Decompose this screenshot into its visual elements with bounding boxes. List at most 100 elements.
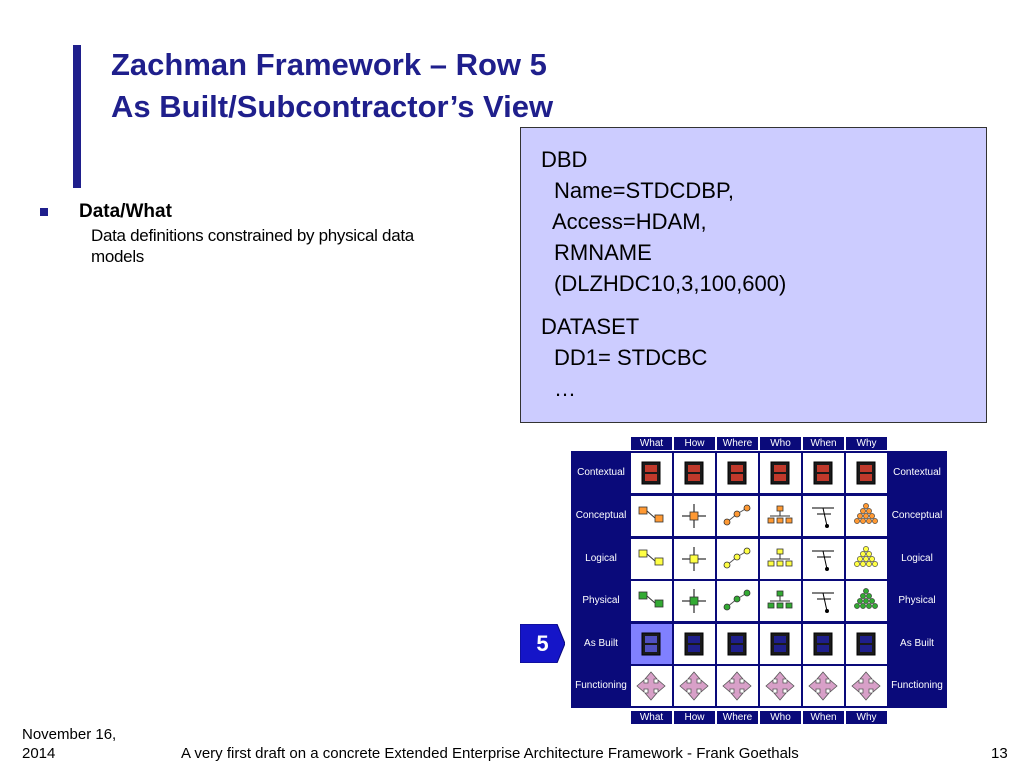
frame-icon [641,461,661,485]
title-accent-bar [73,45,81,188]
footer-date-line-2: 2014 [22,745,56,762]
column-footer-who: Who [760,711,801,724]
row-label-right-logical: Logical [889,539,945,579]
matrix-cell-as-built-who [760,624,801,664]
matrix-cell-functioning-how [674,666,715,706]
matrix-cell-functioning-what [631,666,672,706]
code-line: DBD [541,147,588,172]
code-line: Name=STDCDBP, [554,178,734,203]
row-label-right-as-built: As Built [889,624,945,664]
matrix-cell-functioning-when [803,666,844,706]
matrix-cell-conceptual-why [846,496,887,536]
code-box: DBD Name=STDCDBP, Access=HDAM, RMNAME (D… [520,127,987,423]
matrix-cell-as-built-when [803,624,844,664]
matrix-cell-logical-why [846,539,887,579]
matrix-cell-logical-what [631,539,672,579]
frame-icon [641,632,661,656]
process-flow-icon [682,589,706,613]
timeline-icon [812,507,834,528]
matrix-cell-functioning-where [717,666,758,706]
footer-date-line-1: November 16, [22,726,117,743]
frame-icon [770,632,790,656]
matrix-cell-contextual-what [631,453,672,493]
matrix-cell-physical-when [803,581,844,621]
code-line: Access=HDAM, [552,209,707,234]
frame-icon [684,632,704,656]
org-chart-icon [767,548,793,567]
matrix-cell-conceptual-when [803,496,844,536]
matrix-cell-as-built-how [674,624,715,664]
network-icon [723,547,751,569]
bullet-square-icon [40,208,48,216]
entity-relation-icon [638,549,664,566]
move-arrows-icon [636,671,666,701]
row-label-left-functioning: Functioning [573,666,629,706]
column-footer-how: How [674,711,715,724]
code-line: … [554,376,576,401]
move-arrows-icon [808,671,838,701]
matrix-cell-contextual-who [760,453,801,493]
matrix-cell-logical-who [760,539,801,579]
row-label-left-conceptual: Conceptual [573,496,629,536]
timeline-icon [812,550,834,571]
page-number: 13 [991,745,1008,762]
matrix-cell-conceptual-how [674,496,715,536]
frame-icon [856,632,876,656]
code-line: (DLZHDC10,3,100,600) [554,271,787,296]
column-footer-where: Where [717,711,758,724]
matrix-cell-physical-where [717,581,758,621]
row-label-left-as-built: As Built [573,624,629,664]
move-arrows-icon [765,671,795,701]
network-icon [723,589,751,611]
code-line: RMNAME [554,240,652,265]
frame-icon [684,461,704,485]
row-label-left-physical: Physical [573,581,629,621]
matrix-cell-logical-where [717,539,758,579]
column-footer-why: Why [846,711,887,724]
timeline-icon [812,592,834,613]
column-header-why: Why [846,437,887,450]
entity-relation-icon [638,591,664,608]
title-line-2: As Built/Subcontractor’s View [111,89,554,124]
matrix-cell-physical-why [846,581,887,621]
matrix-cell-conceptual-what [631,496,672,536]
entity-relation-icon [638,506,664,523]
column-header-what: What [631,437,672,450]
bullet-text: Data definitions constrained by physical… [91,226,414,266]
matrix-cell-as-built-why [846,624,887,664]
matrix-cell-conceptual-where [717,496,758,536]
code-line: DD1= STDCBC [554,345,708,370]
matrix-cell-physical-how [674,581,715,621]
matrix-cell-conceptual-who [760,496,801,536]
footer-caption: A very first draft on a concrete Extende… [181,745,799,762]
frame-icon [770,461,790,485]
frame-icon [813,461,833,485]
goal-pyramid-icon [854,546,878,567]
row-label-right-functioning: Functioning [889,666,945,706]
frame-icon [727,632,747,656]
row-5-badge: 5 [520,624,565,663]
process-flow-icon [682,504,706,528]
footer-date: November 16, 2014 [22,725,116,763]
frame-icon [727,461,747,485]
move-arrows-icon [679,671,709,701]
matrix-cell-logical-how [674,539,715,579]
row-5-label: 5 [536,631,549,656]
column-header-when: When [803,437,844,450]
row-label-left-logical: Logical [573,539,629,579]
matrix-cell-functioning-who [760,666,801,706]
matrix-cell-functioning-why [846,666,887,706]
row-label-right-conceptual: Conceptual [889,496,945,536]
matrix-cell-logical-when [803,539,844,579]
org-chart-icon [767,505,793,524]
code-line: DATASET [541,314,640,339]
frame-icon [813,632,833,656]
org-chart-icon [767,590,793,609]
matrix-cell-contextual-why [846,453,887,493]
row-label-right-contextual: Contextual [889,453,945,493]
move-arrows-icon [851,671,881,701]
column-header-how: How [674,437,715,450]
matrix-cell-contextual-where [717,453,758,493]
goal-pyramid-icon [854,588,878,609]
slide-title: Zachman Framework – Row 5 As Built/Subco… [111,44,553,128]
